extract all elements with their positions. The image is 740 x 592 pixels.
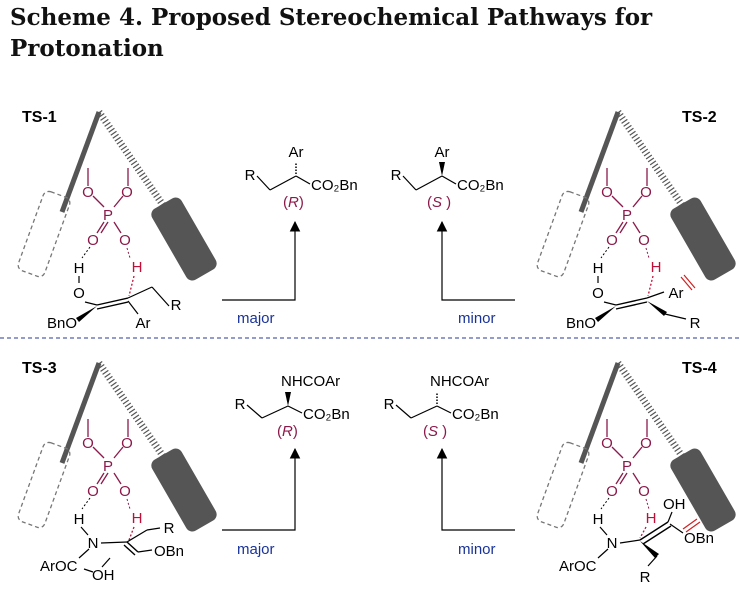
arrow-top-left bbox=[222, 220, 301, 301]
ts1-structure: TS-1 O O P O O H O H bbox=[17, 109, 217, 332]
p2-config: (S ) bbox=[427, 194, 451, 211]
ts2-atom-bno: BnO bbox=[566, 315, 596, 332]
ts2-atom-h-proton: H bbox=[651, 259, 662, 276]
p3-r: R bbox=[235, 396, 246, 413]
ts2-atom-ar: Ar bbox=[669, 285, 684, 302]
ts1-atom-r: R bbox=[171, 297, 182, 314]
ts4-atom-n: N bbox=[607, 535, 618, 552]
ts1-atom-o2: O bbox=[121, 184, 133, 201]
p2-r: R bbox=[391, 167, 402, 184]
p2-ester: CO₂Bn bbox=[457, 177, 504, 194]
ts2-label: TS-2 bbox=[682, 109, 717, 126]
ts2-dashed-aryl-block bbox=[536, 190, 590, 278]
p3-sub: NHCOAr bbox=[281, 373, 340, 390]
ts2-atom-o-enol: O bbox=[592, 285, 604, 302]
p4-sub: NHCOAr bbox=[430, 373, 489, 390]
ts4-atom-o3: O bbox=[606, 483, 618, 500]
ts4-atom-h-proton: H bbox=[646, 510, 657, 527]
ts2-atom-o1: O bbox=[601, 184, 613, 201]
ts4-dashed-aryl-block bbox=[536, 441, 590, 529]
ts4-atom-r: R bbox=[640, 569, 651, 586]
ts1-atom-h-oh: H bbox=[74, 260, 85, 277]
ts4-atom-h-nh: H bbox=[593, 511, 604, 528]
ts4-atom-o4: O bbox=[638, 483, 650, 500]
p3-config: (R) bbox=[277, 423, 298, 440]
arrow-bottom-right bbox=[436, 447, 515, 531]
ts1-label: TS-1 bbox=[22, 109, 57, 126]
product-s-aryl: R Ar CO₂Bn (S ) bbox=[391, 144, 504, 211]
ts2-atom-r: R bbox=[690, 315, 701, 332]
ts3-atom-p: P bbox=[103, 458, 113, 475]
ts4-label: TS-4 bbox=[682, 360, 717, 377]
p1-r: R bbox=[245, 167, 256, 184]
ts1-atom-o1: O bbox=[82, 184, 94, 201]
ts1-atom-ar: Ar bbox=[136, 315, 151, 332]
p1-ar: Ar bbox=[289, 144, 304, 161]
ts1-atom-o3: O bbox=[87, 232, 99, 249]
ts4-structure: TS-4 O O P O O H N H OH bbox=[536, 360, 736, 586]
ts4-atom-oh: OH bbox=[663, 496, 686, 513]
scheme-title: Scheme 4. Proposed Stereochemical Pathwa… bbox=[10, 2, 730, 64]
ts3-atom-oh: OH bbox=[92, 567, 115, 584]
ts4-atom-obn: OBn bbox=[684, 530, 714, 547]
arrow-top-right bbox=[436, 220, 515, 301]
ts3-atom-o3: O bbox=[87, 483, 99, 500]
ts1-dashed-aryl-block bbox=[17, 190, 71, 278]
ts3-atom-n: N bbox=[88, 535, 99, 552]
p3-ester: CO₂Bn bbox=[303, 406, 350, 423]
ts1-atom-o4: O bbox=[119, 232, 131, 249]
scheme-title-line2: Protonation bbox=[10, 35, 164, 62]
product-r-aryl: R Ar CO₂Bn (R) bbox=[245, 144, 358, 211]
ts1-solid-aryl-block bbox=[151, 197, 217, 281]
label-bottom-left: major bbox=[237, 541, 275, 558]
label-top-left: major bbox=[237, 310, 275, 327]
ts3-atom-h-proton: H bbox=[132, 510, 143, 527]
p4-ester: CO₂Bn bbox=[452, 406, 499, 423]
ts2-atom-o4: O bbox=[638, 232, 650, 249]
ts3-solid-aryl-block bbox=[151, 448, 217, 532]
arrow-bottom-left bbox=[222, 447, 301, 531]
ts4-atom-p: P bbox=[622, 458, 632, 475]
p1-ester: CO₂Bn bbox=[311, 177, 358, 194]
label-top-right: minor bbox=[458, 310, 496, 327]
scheme-title-line1: Scheme 4. Proposed Stereochemical Pathwa… bbox=[10, 4, 653, 31]
ts3-dashed-aryl-block bbox=[17, 441, 71, 529]
ts4-atom-o2: O bbox=[640, 435, 652, 452]
ts4-solid-aryl-block bbox=[670, 448, 736, 532]
p1-config: (R) bbox=[283, 194, 304, 211]
p4-config: (S ) bbox=[423, 423, 447, 440]
ts2-atom-p: P bbox=[622, 207, 632, 224]
ts3-structure: TS-3 O O P O O H N H R bbox=[17, 360, 217, 584]
ts4-atom-aroc: ArOC bbox=[559, 558, 597, 575]
ts1-atom-h-proton: H bbox=[132, 259, 143, 276]
p4-r: R bbox=[384, 396, 395, 413]
ts1-atom-o-enol: O bbox=[73, 285, 85, 302]
ts1-atom-bno: BnO bbox=[47, 315, 77, 332]
product-s-amide: R NHCOAr CO₂Bn (S ) bbox=[384, 373, 499, 440]
label-bottom-right: minor bbox=[458, 541, 496, 558]
ts4-atom-o1: O bbox=[601, 435, 613, 452]
product-r-amide: R NHCOAr CO₂Bn (R) bbox=[235, 373, 350, 440]
ts2-atom-o3: O bbox=[606, 232, 618, 249]
ts3-label: TS-3 bbox=[22, 360, 57, 377]
ts1-atom-p: P bbox=[103, 207, 113, 224]
ts2-atom-h-oh: H bbox=[593, 260, 604, 277]
ts3-atom-aroc: ArOC bbox=[40, 558, 78, 575]
ts2-structure: TS-2 O O P O O H O H Ar bbox=[536, 109, 736, 332]
ts3-atom-h-nh: H bbox=[74, 511, 85, 528]
p2-ar: Ar bbox=[435, 144, 450, 161]
ts2-atom-o2: O bbox=[640, 184, 652, 201]
ts3-atom-o2: O bbox=[121, 435, 133, 452]
ts3-atom-obn: OBn bbox=[154, 543, 184, 560]
ts3-atom-r: R bbox=[164, 520, 175, 537]
ts3-atom-o1: O bbox=[82, 435, 94, 452]
ts2-solid-aryl-block bbox=[670, 197, 736, 281]
ts3-atom-o4: O bbox=[119, 483, 131, 500]
